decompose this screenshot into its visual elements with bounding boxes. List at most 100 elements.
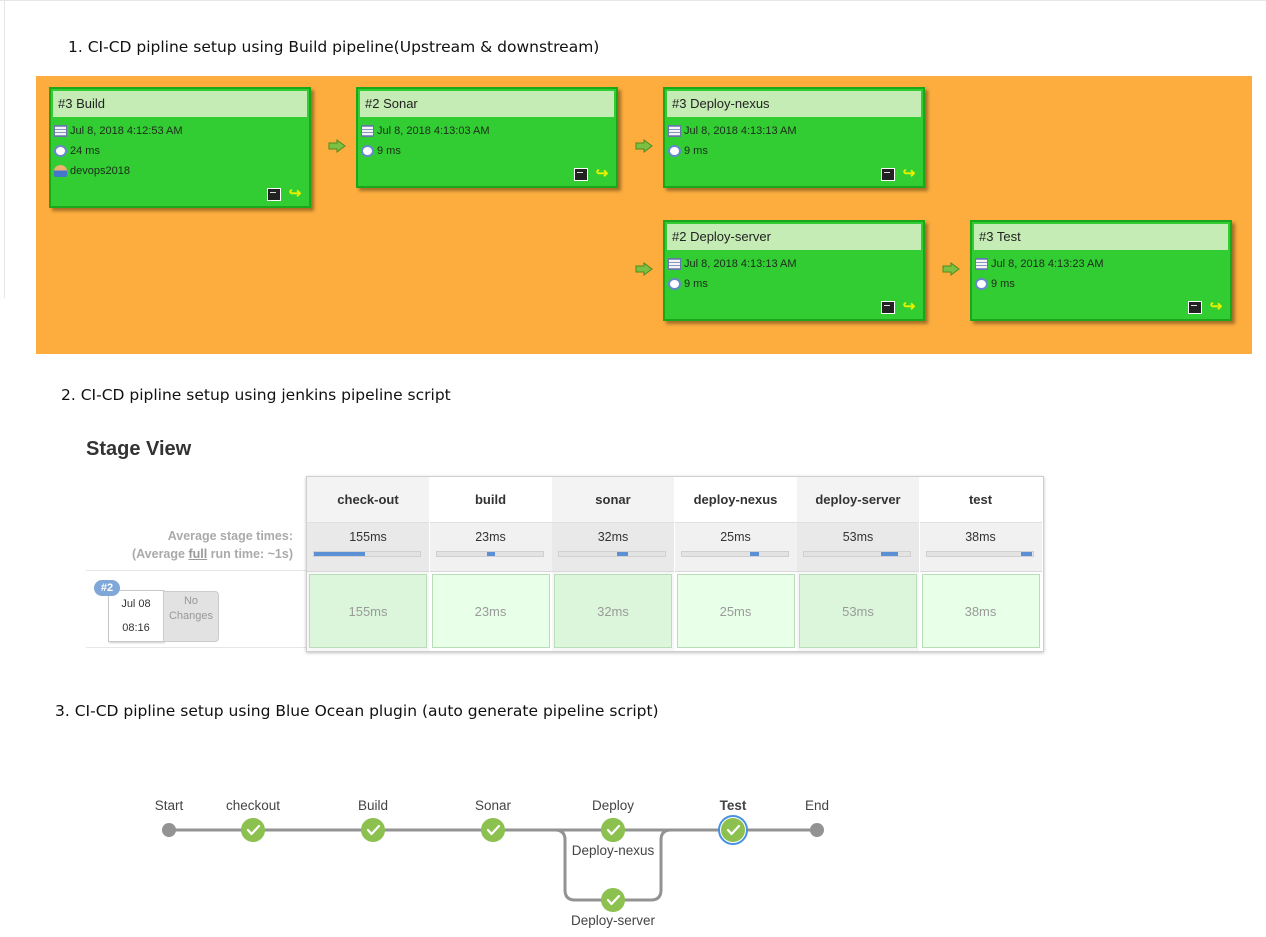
stage-label-start[interactable]: Start xyxy=(155,798,184,813)
stage-label-test[interactable]: Test xyxy=(720,798,747,813)
changes-line1: No xyxy=(183,595,199,607)
stage-label-sonar[interactable]: Sonar xyxy=(475,798,512,813)
avg-label-line1: Average stage times: xyxy=(167,529,293,543)
stage-column-deploy-server: deploy-server 53ms 53ms xyxy=(797,477,919,651)
rebuild-arrow-icon[interactable]: ↪ xyxy=(1209,298,1223,315)
stage-cell-check-out[interactable]: 155ms xyxy=(309,574,427,648)
stage-cell-sonar[interactable]: 32ms xyxy=(554,574,672,648)
stage-average-bar xyxy=(680,551,789,557)
stage-average-bar-fill xyxy=(881,552,899,556)
clock-icon xyxy=(361,145,374,157)
stage-sonar-status-node[interactable] xyxy=(481,818,505,842)
check-icon xyxy=(606,824,621,836)
stage-label-build[interactable]: Build xyxy=(358,798,388,813)
stage-cell-deploy-nexus[interactable]: 25ms xyxy=(676,574,795,648)
stage-average-time: 53ms xyxy=(842,530,874,544)
console-icon[interactable] xyxy=(881,167,895,181)
downstream-arrow-icon xyxy=(942,262,960,276)
job-date-row: Jul 8, 2018 4:13:13 AM xyxy=(665,254,923,274)
job-title[interactable]: #2 Sonar xyxy=(360,91,614,117)
run-number-badge[interactable]: #2 xyxy=(94,580,120,596)
stage-average: 53ms xyxy=(797,522,919,572)
stage-average-time: 32ms xyxy=(597,530,629,544)
stage-header: deploy-nexus xyxy=(674,477,797,522)
avg-label-prefix: (Average xyxy=(131,547,189,561)
job-card-test[interactable]: #3 Test Jul 8, 2018 4:13:23 AM 9 ms ↪ xyxy=(970,220,1232,321)
average-stage-times-label: Average stage times: (Average full run t… xyxy=(86,527,293,563)
job-title[interactable]: #3 Build xyxy=(53,91,307,117)
job-date-row: Jul 8, 2018 4:13:13 AM xyxy=(665,121,923,141)
calendar-icon xyxy=(668,125,681,137)
clock-icon xyxy=(668,145,681,157)
rebuild-arrow-icon[interactable]: ↪ xyxy=(902,298,916,315)
clock-icon xyxy=(975,278,988,290)
stage-average-bar-fill xyxy=(314,552,365,556)
branch-label-deploy-server[interactable]: Deploy-server xyxy=(571,913,656,928)
parallel-branch-connector xyxy=(493,828,672,902)
console-icon[interactable] xyxy=(881,300,895,314)
check-icon xyxy=(606,894,621,906)
job-duration-row: 9 ms xyxy=(665,141,923,161)
rebuild-arrow-icon[interactable]: ↪ xyxy=(595,165,609,182)
left-divider xyxy=(4,0,5,298)
job-title[interactable]: #3 Deploy-nexus xyxy=(667,91,921,117)
run-row xyxy=(86,570,306,648)
stage-header: check-out xyxy=(307,477,429,522)
stage-average: 25ms xyxy=(674,522,797,572)
run-changes-box[interactable]: No Changes xyxy=(163,591,219,642)
job-card-sonar[interactable]: #2 Sonar Jul 8, 2018 4:13:03 AM 9 ms ↪ xyxy=(356,87,618,188)
job-card-build[interactable]: #3 Build Jul 8, 2018 4:12:53 AM 24 ms de… xyxy=(49,87,311,208)
stage-build-status-node[interactable] xyxy=(361,818,385,842)
branch-deploy-server-status-node[interactable] xyxy=(601,888,625,912)
clock-icon xyxy=(54,145,67,157)
downstream-arrow-icon xyxy=(635,262,653,276)
stage-label-end[interactable]: End xyxy=(805,798,829,813)
job-card-deploy-nexus[interactable]: #3 Deploy-nexus Jul 8, 2018 4:13:13 AM 9… xyxy=(663,87,925,188)
stage-test-status-node[interactable] xyxy=(721,818,745,842)
rebuild-arrow-icon[interactable]: ↪ xyxy=(902,165,916,182)
check-icon xyxy=(366,824,381,836)
run-date: Jul 08 xyxy=(121,598,151,610)
stage-checkout-status-node[interactable] xyxy=(241,818,265,842)
stage-label-checkout[interactable]: checkout xyxy=(226,798,280,813)
stage-header: build xyxy=(429,477,552,522)
downstream-arrow-icon xyxy=(328,139,346,153)
stage-label-deploy[interactable]: Deploy xyxy=(592,798,634,813)
rebuild-arrow-icon[interactable]: ↪ xyxy=(288,185,302,202)
stage-cell-test[interactable]: 38ms xyxy=(921,574,1040,648)
console-icon[interactable] xyxy=(1188,300,1202,314)
stage-average-bar-fill xyxy=(1020,552,1033,556)
avg-label-line2: (Average full run time: ~1s) xyxy=(86,545,293,563)
job-date-row: Jul 8, 2018 4:12:53 AM xyxy=(51,121,309,141)
clock-icon xyxy=(668,278,681,290)
stage-average-bar-fill xyxy=(750,552,759,556)
start-terminal-node xyxy=(162,823,176,837)
job-duration-row: 9 ms xyxy=(972,274,1230,294)
stage-average-bar xyxy=(925,551,1034,557)
avg-label-suffix: run time: ~1s) xyxy=(207,547,293,561)
branch-label-deploy-nexus[interactable]: Deploy-nexus xyxy=(572,843,655,858)
stage-cell-build[interactable]: 23ms xyxy=(431,574,550,648)
job-date: Jul 8, 2018 4:13:03 AM xyxy=(377,125,490,137)
stage-header: deploy-server xyxy=(797,477,919,522)
stage-average: 155ms xyxy=(307,522,429,572)
job-duration: 9 ms xyxy=(684,278,708,290)
job-date: Jul 8, 2018 4:13:13 AM xyxy=(684,258,797,270)
stage-average-bar xyxy=(803,551,911,557)
top-divider xyxy=(0,0,1266,1)
job-title[interactable]: #3 Test xyxy=(974,224,1228,250)
console-icon[interactable] xyxy=(574,167,588,181)
job-title[interactable]: #2 Deploy-server xyxy=(667,224,921,250)
stage-view-title: Stage View xyxy=(86,438,192,460)
job-user-row: devops2018 xyxy=(51,161,309,181)
console-icon[interactable] xyxy=(267,187,281,201)
check-icon xyxy=(246,824,261,836)
stage-cell-deploy-server[interactable]: 53ms xyxy=(799,574,917,648)
check-icon xyxy=(486,824,501,836)
job-card-deploy-server[interactable]: #2 Deploy-server Jul 8, 2018 4:13:13 AM … xyxy=(663,220,925,321)
stage-average-time: 38ms xyxy=(965,530,996,544)
branch-deploy-nexus-status-node[interactable] xyxy=(601,818,625,842)
